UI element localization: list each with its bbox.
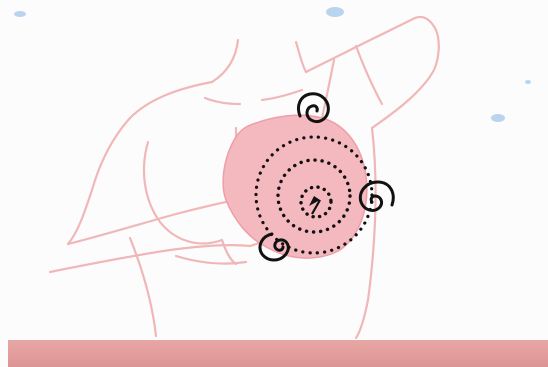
right-breast-area: [223, 115, 367, 258]
speck: [14, 11, 26, 17]
forearm-shadow-line: [176, 256, 246, 264]
hand-heel-line: [222, 240, 236, 264]
collarbone-left: [205, 98, 240, 104]
speck: [326, 7, 344, 17]
neck-right-line: [296, 42, 306, 72]
raised-arm-line: [306, 17, 439, 128]
bottom-color-band: [8, 340, 548, 367]
background-specks: [14, 7, 531, 122]
forearm-lower-line: [50, 245, 250, 272]
speck: [525, 80, 531, 84]
neck-left-line: [212, 40, 238, 82]
left-breast-outline: [144, 142, 222, 243]
collarbone-right: [262, 90, 302, 100]
speck: [491, 114, 505, 122]
arm-inner-line: [356, 46, 382, 104]
left-shoulder-line: [68, 82, 212, 244]
